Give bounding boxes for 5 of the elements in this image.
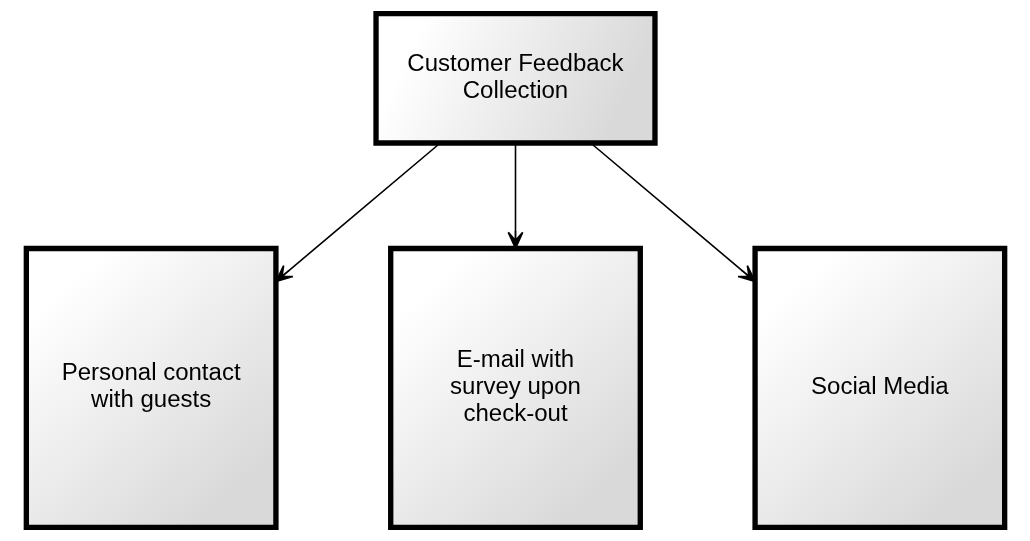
node-box: Customer Feedback Collection (372, 10, 658, 146)
node-box: E-mail with survey upon check-out (387, 245, 643, 531)
node-box: Social Media (751, 245, 1007, 531)
node-box: Personal contact with guests (23, 245, 279, 531)
arrow (589, 142, 756, 283)
